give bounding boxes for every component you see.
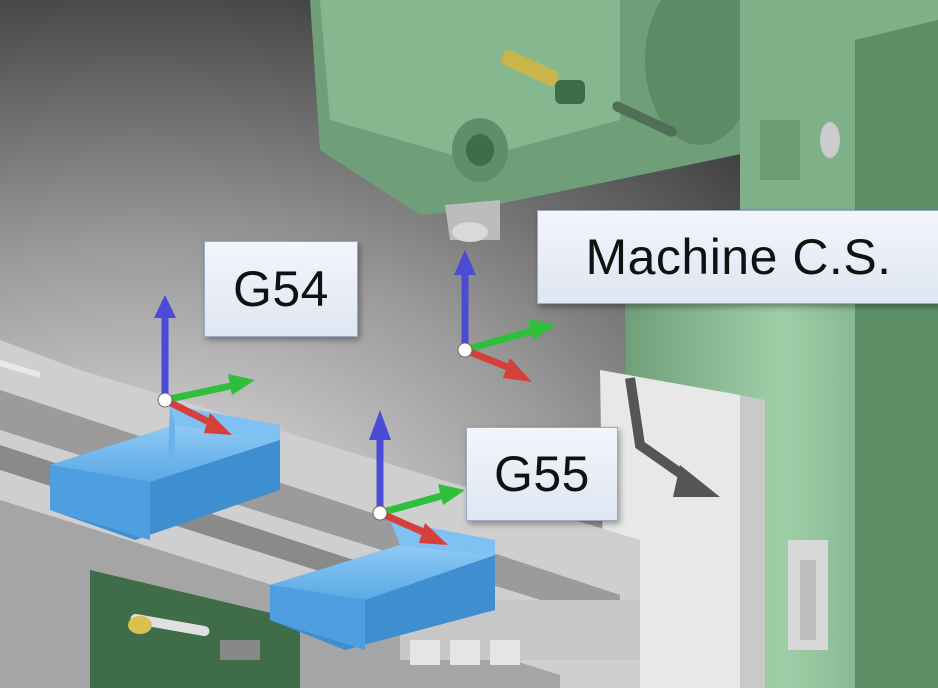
g54-label: G54 <box>204 241 358 337</box>
axis-triad-icon <box>369 410 465 545</box>
axis-triad-icon <box>454 250 556 382</box>
axis-triad-icon <box>154 295 255 435</box>
l-shaped-arrow-icon <box>625 377 693 485</box>
workpiece-g54 <box>50 405 280 540</box>
spindle-head <box>310 0 760 242</box>
machine-cs-label: Machine C.S. <box>537 210 938 304</box>
g55-label: G55 <box>466 427 618 521</box>
